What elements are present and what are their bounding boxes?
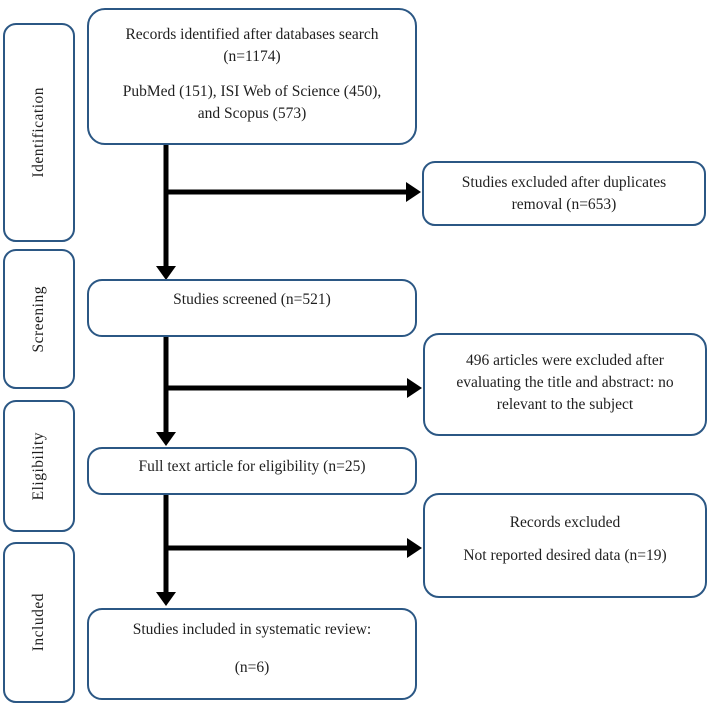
excluded-data-box: Records excluded Not reported desired da…	[423, 493, 707, 598]
arrow-to-abstract-excluded	[164, 378, 422, 398]
box-text-line: evaluating the title and abstract: no	[456, 374, 674, 391]
box-text-line: PubMed (151), ISI Web of Science (450),	[122, 83, 382, 100]
stage-label: Screening	[30, 285, 47, 353]
studies-included-box: Studies included in systematic review: (…	[87, 608, 417, 700]
stage-label: Eligibility	[30, 431, 47, 501]
records-identified-box: Records identified after databases searc…	[87, 8, 417, 145]
excluded-duplicates-box: Studies excluded after duplicates remova…	[422, 161, 706, 226]
box-text-line: Studies excluded after duplicates	[461, 174, 667, 191]
box-text-line: (n=6)	[234, 659, 270, 676]
full-text-eligibility-box: Full text article for eligibility (n=25)	[87, 447, 417, 495]
arrow-screened-to-fulltext	[156, 335, 176, 446]
stage-label: Identification	[30, 87, 47, 178]
studies-screened-box: Studies screened (n=521)	[87, 279, 417, 337]
box-text-line: Studies screened (n=521)	[173, 291, 331, 308]
box-text-line: removal (n=653)	[511, 196, 617, 213]
excluded-abstract-box: 496 articles were excluded after evaluat…	[423, 333, 707, 436]
arrow-records-to-screened	[156, 144, 176, 280]
box-text-line: 496 articles were excluded after	[466, 352, 664, 369]
box-text-line: Records identified after databases searc…	[125, 26, 379, 43]
stage-label: Included	[30, 593, 47, 652]
arrow-to-duplicates-excluded	[164, 182, 421, 202]
arrow-to-data-excluded	[164, 538, 422, 558]
box-text-line: Full text article for eligibility (n=25)	[138, 458, 366, 475]
box-text-line: (n=1174)	[223, 48, 281, 65]
stage-identification: Identification	[3, 23, 75, 242]
stage-screening: Screening	[3, 249, 75, 389]
arrow-fulltext-to-included	[156, 494, 176, 606]
box-text-line: Records excluded	[509, 514, 621, 531]
box-text-line: relevant to the subject	[496, 396, 634, 413]
stage-included: Included	[3, 542, 75, 703]
box-text-line: Not reported desired data (n=19)	[463, 547, 667, 564]
stage-eligibility: Eligibility	[3, 400, 75, 532]
box-text-line: and Scopus (573)	[197, 105, 307, 122]
box-text-line: Studies included in systematic review:	[132, 621, 372, 638]
